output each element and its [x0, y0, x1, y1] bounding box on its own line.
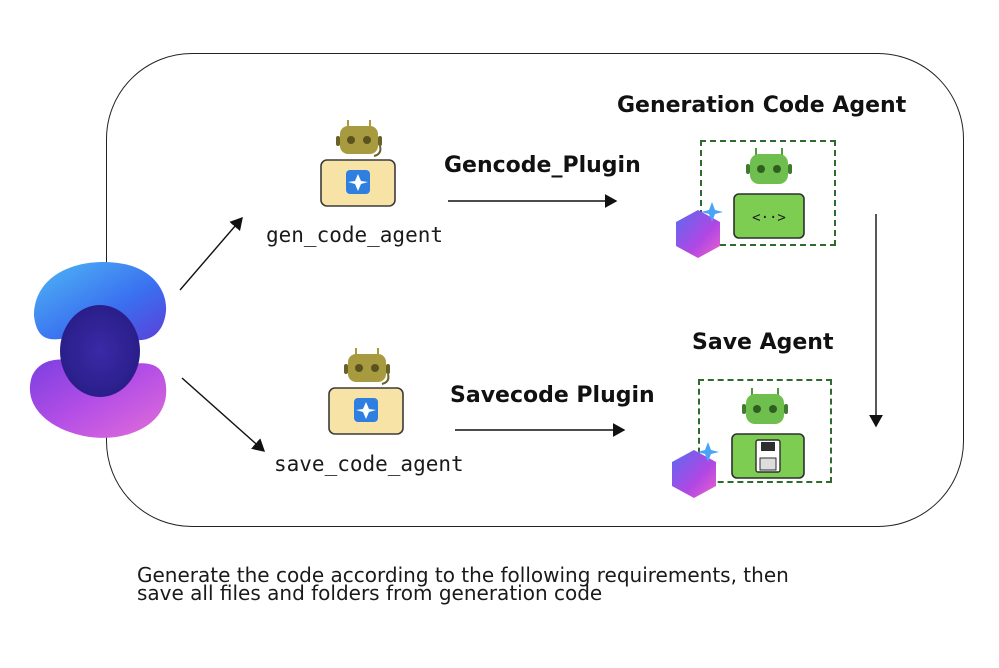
semantic-kernel-logo-icon — [29, 261, 167, 438]
save-agent-title: Save Agent — [692, 330, 834, 355]
save-code-agent-label: save_code_agent — [274, 452, 464, 476]
robot-icon — [328, 348, 404, 435]
save-agent-icon-group — [672, 388, 805, 498]
generation-code-agent-title: Generation Code Agent — [617, 93, 907, 118]
gen-code-agent-label: gen_code_agent — [266, 223, 444, 247]
caption: Generate the code according to the follo… — [137, 563, 917, 605]
copilot-sparkle-icon — [676, 202, 723, 258]
svg-text:<··>: <··> — [752, 210, 786, 226]
save-agent-box — [698, 379, 832, 483]
code-brackets-icon: <··> — [733, 193, 805, 239]
generation-agent-box — [700, 140, 836, 246]
caption-line-1: Generate the code according to the follo… — [137, 563, 789, 587]
orchestration-frame — [106, 53, 964, 527]
robot-icon — [320, 120, 396, 207]
robot-icon — [746, 148, 792, 184]
savecode-plugin-label: Savecode Plugin — [450, 383, 655, 408]
caption-line-2: save all files and folders from generati… — [137, 581, 603, 605]
generation-agent-icon-group: <··> — [676, 148, 805, 258]
floppy-disk-icon — [731, 433, 805, 479]
gencode-plugin-label: Gencode_Plugin — [444, 153, 641, 178]
copilot-sparkle-icon — [672, 442, 719, 498]
robot-icon — [742, 388, 788, 424]
